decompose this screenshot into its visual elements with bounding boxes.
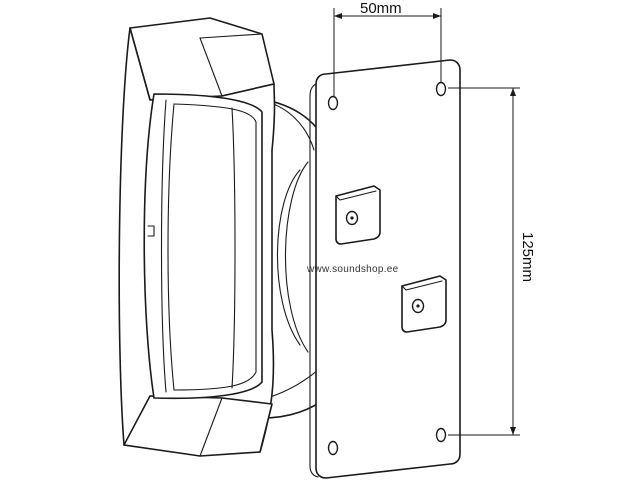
mounting-hole-bottom-right (435, 427, 447, 443)
dimension-width-label: 50mm (360, 0, 402, 17)
mounting-hole-top-left (327, 95, 339, 111)
speaker-clamp (118, 17, 276, 457)
dimension-height: 125mm (448, 87, 536, 436)
dimension-height-label: 125mm (519, 232, 536, 282)
watermark-text: www.soundshop.ee (306, 264, 399, 275)
dimension-width: 50mm (333, 0, 442, 96)
mounting-holes (327, 81, 447, 456)
wall-plate (309, 59, 461, 479)
key-slot-upper (335, 185, 381, 245)
mounting-hole-top-right (435, 81, 447, 97)
mounting-hole-bottom-left (327, 440, 339, 456)
key-slot-lower (401, 275, 447, 333)
